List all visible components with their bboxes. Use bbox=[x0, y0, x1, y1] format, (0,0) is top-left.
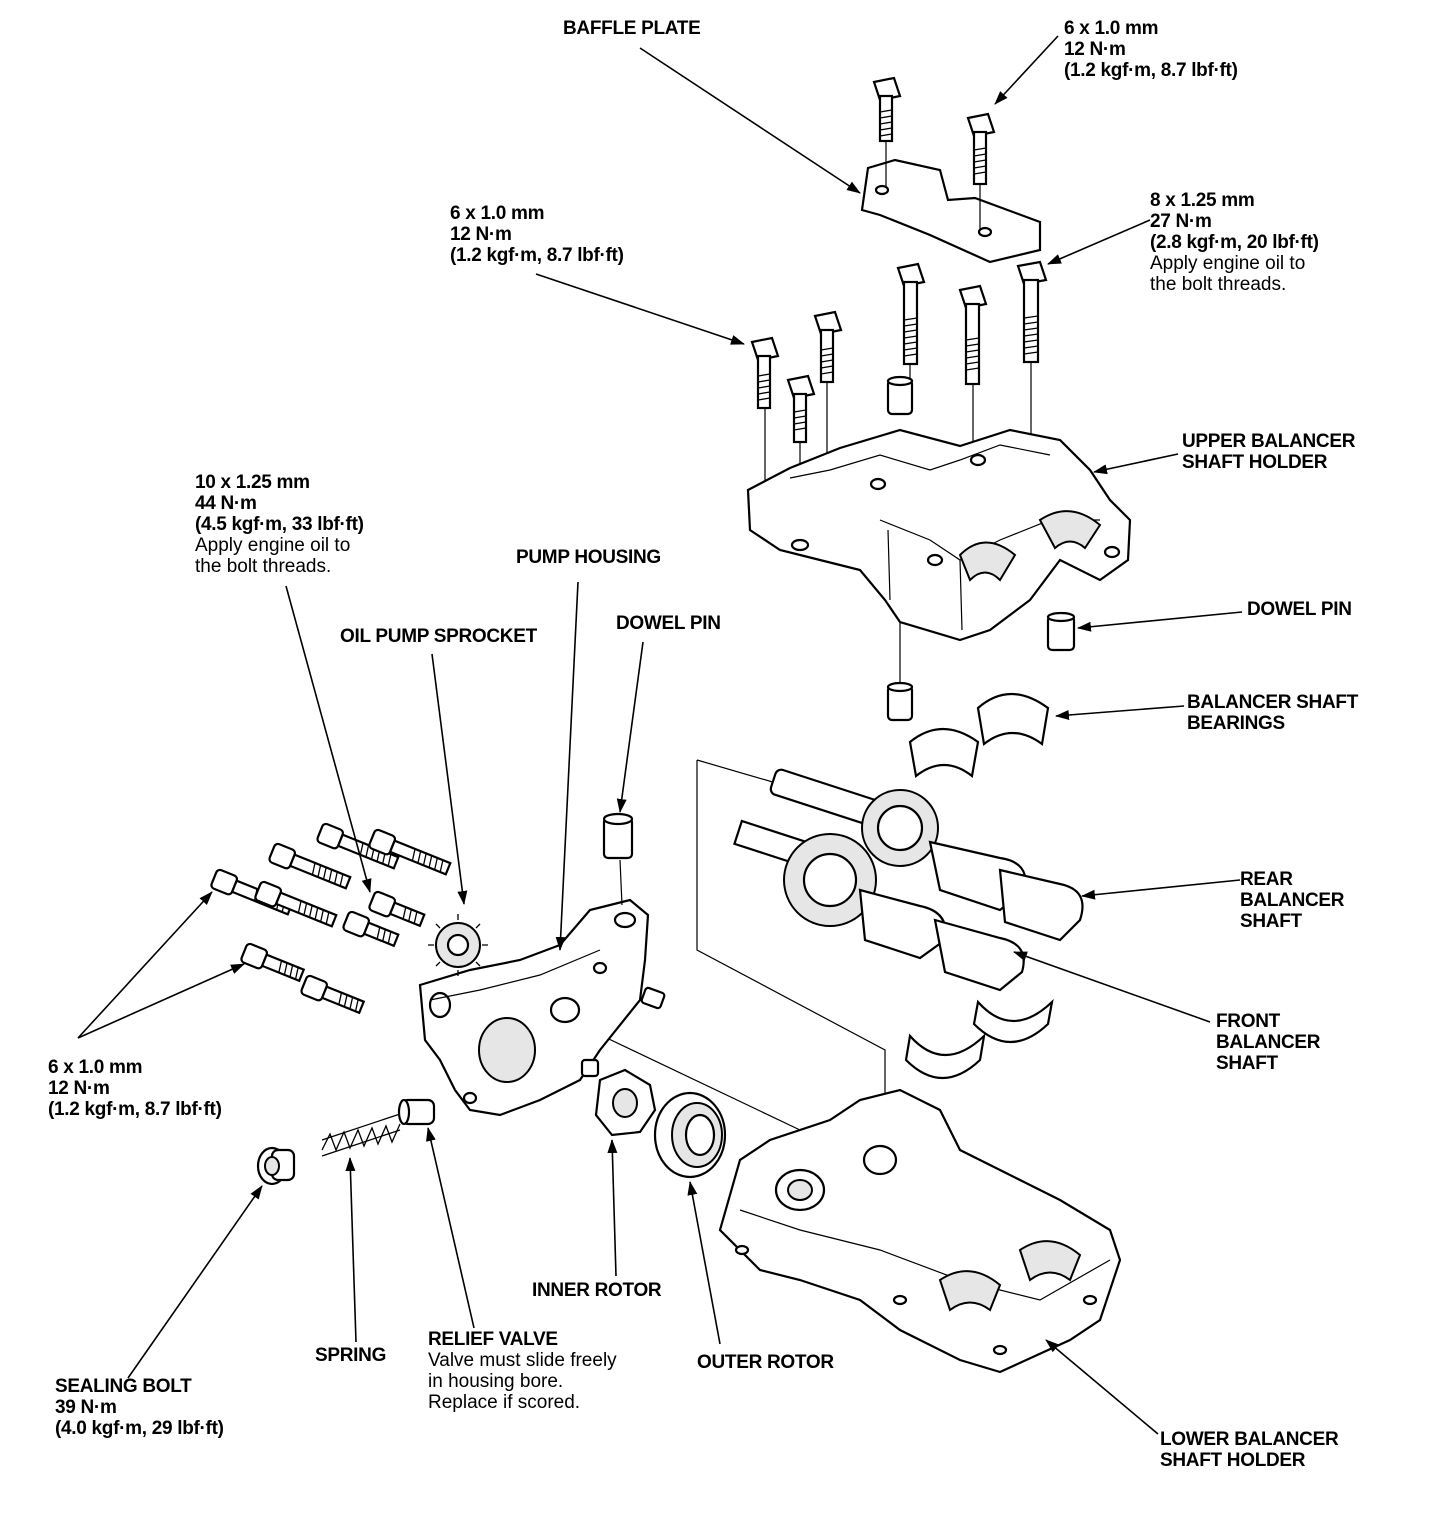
upper-bearing-shells bbox=[908, 692, 1050, 778]
front-balancer-shaft bbox=[733, 819, 1025, 992]
label-line: BALANCER bbox=[1240, 890, 1345, 911]
bolt-torque-alt: (1.2 kgf·m, 8.7 lbf·ft) bbox=[48, 1099, 222, 1120]
relief-valve-title: RELIEF VALVE bbox=[428, 1329, 558, 1350]
label-spring: SPRING bbox=[315, 1345, 387, 1366]
upper-balancer-shaft-holder bbox=[746, 428, 1132, 642]
label-relief-valve: RELIEF VALVE Valve must slide freely in … bbox=[428, 1329, 617, 1413]
label-inner-rotor: INNER ROTOR bbox=[532, 1280, 662, 1301]
bolt-size: 10 x 1.25 mm bbox=[195, 472, 310, 493]
dowel-pin-right bbox=[1046, 611, 1076, 652]
bolt-torque: 12 N·m bbox=[48, 1078, 110, 1099]
bolt-torque-alt: (2.8 kgf·m, 20 lbf·ft) bbox=[1150, 232, 1319, 253]
label-pump-small-bolt-spec: 6 x 1.0 mm 12 N·m (1.2 kgf·m, 8.7 lbf·ft… bbox=[48, 1057, 222, 1120]
baffle-bolt-1 bbox=[872, 76, 902, 143]
label-line: BEARINGS bbox=[1187, 713, 1285, 734]
sealing-bolt-title: SEALING BOLT bbox=[55, 1376, 192, 1397]
spring bbox=[321, 1113, 401, 1157]
bolt-size: 8 x 1.25 mm bbox=[1150, 190, 1255, 211]
outer-rotor bbox=[653, 1091, 727, 1179]
baffle-plate bbox=[860, 158, 1042, 264]
label-front-balancer-shaft: FRONT BALANCER SHAFT bbox=[1216, 1011, 1321, 1074]
label-line: SHAFT HOLDER bbox=[1182, 452, 1328, 473]
small-pin bbox=[580, 1058, 600, 1078]
label-line: REAR bbox=[1240, 869, 1293, 890]
sealing-bolt bbox=[256, 1146, 296, 1186]
relief-valve-note: Valve must slide freely bbox=[428, 1350, 617, 1371]
bolt-size: 6 x 1.0 mm bbox=[48, 1057, 143, 1078]
label-outer-rotor: OUTER ROTOR bbox=[697, 1352, 834, 1373]
label-sealing-bolt: SEALING BOLT 39 N·m (4.0 kgf·m, 29 lbf·f… bbox=[55, 1376, 224, 1439]
relief-valve-note: in housing bore. bbox=[428, 1371, 564, 1392]
sealing-bolt-torque-alt: (4.0 kgf·m, 29 lbf·ft) bbox=[55, 1418, 224, 1439]
label-line: UPPER BALANCER bbox=[1182, 431, 1356, 452]
bolt-torque-alt: (1.2 kgf·m, 8.7 lbf·ft) bbox=[1064, 60, 1238, 81]
sealing-bolt-torque: 39 N·m bbox=[55, 1397, 117, 1418]
bolt-size: 6 x 1.0 mm bbox=[1064, 18, 1159, 39]
label-rear-balancer-shaft: REAR BALANCER SHAFT bbox=[1240, 869, 1345, 932]
label-upper-small-bolt-spec: 6 x 1.0 mm 12 N·m (1.2 kgf·m, 8.7 lbf·ft… bbox=[450, 203, 624, 266]
relief-valve bbox=[397, 1098, 436, 1126]
label-line: LOWER BALANCER bbox=[1160, 1429, 1339, 1450]
bolt-torque: 27 N·m bbox=[1150, 211, 1212, 232]
label-lower-balancer-shaft-holder: LOWER BALANCER SHAFT HOLDER bbox=[1160, 1429, 1339, 1471]
bolt-torque: 12 N·m bbox=[450, 224, 512, 245]
label-upper-large-bolt-spec: 8 x 1.25 mm 27 N·m (2.8 kgf·m, 20 lbf·ft… bbox=[1150, 190, 1319, 295]
label-dowel-pin-right: DOWEL PIN bbox=[1247, 599, 1352, 620]
relief-valve-note: Replace if scored. bbox=[428, 1392, 581, 1413]
lower-balancer-shaft-holder bbox=[718, 1088, 1122, 1374]
baffle-bolt-2 bbox=[966, 112, 996, 186]
dowel-pin-under-upper bbox=[886, 681, 914, 722]
label-line: BALANCER bbox=[1216, 1032, 1321, 1053]
label-balancer-shaft-bearings: BALANCER SHAFT BEARINGS bbox=[1187, 692, 1358, 734]
label-dowel-pin-center: DOWEL PIN bbox=[616, 613, 721, 634]
bolt-torque: 12 N·m bbox=[1064, 39, 1126, 60]
bolt-size: 6 x 1.0 mm bbox=[450, 203, 545, 224]
label-pump-housing: PUMP HOUSING bbox=[516, 547, 661, 568]
label-baffle-plate: BAFFLE PLATE bbox=[563, 18, 701, 39]
lower-bearing-shells bbox=[904, 998, 1054, 1080]
pump-short-bolts bbox=[240, 890, 426, 1015]
rear-balancer-shaft bbox=[769, 768, 1084, 942]
leader-lines bbox=[77, 35, 1243, 1435]
label-line: SHAFT bbox=[1216, 1053, 1278, 1074]
bolt-note: Apply engine oil to bbox=[195, 535, 351, 556]
bolt-note: the bolt threads. bbox=[195, 556, 332, 577]
bolt-torque-alt: (4.5 kgf·m, 33 lbf·ft) bbox=[195, 514, 364, 535]
label-line: BALANCER SHAFT bbox=[1187, 692, 1359, 713]
label-pump-large-bolt-spec: 10 x 1.25 mm 44 N·m (4.5 kgf·m, 33 lbf·f… bbox=[195, 472, 364, 577]
pump-dowel-pin bbox=[602, 812, 634, 860]
bolt-torque-alt: (1.2 kgf·m, 8.7 lbf·ft) bbox=[450, 245, 624, 266]
small-dowel-pin bbox=[640, 986, 666, 1010]
bolt-torque: 44 N·m bbox=[195, 493, 257, 514]
inner-rotor bbox=[594, 1068, 657, 1137]
label-line: FRONT bbox=[1216, 1011, 1280, 1032]
upper-dowel-pin bbox=[886, 375, 914, 416]
pump-long-bolts bbox=[210, 822, 452, 928]
bolt-note: Apply engine oil to bbox=[1150, 253, 1306, 274]
label-baffle-bolt-spec: 6 x 1.0 mm 12 N·m (1.2 kgf·m, 8.7 lbf·ft… bbox=[1064, 18, 1238, 81]
label-line: SHAFT bbox=[1240, 911, 1302, 932]
bolt-note: the bolt threads. bbox=[1150, 274, 1287, 295]
label-oil-pump-sprocket: OIL PUMP SPROCKET bbox=[340, 626, 537, 647]
oil-pump-sprocket bbox=[428, 914, 488, 976]
label-line: SHAFT HOLDER bbox=[1160, 1450, 1306, 1471]
label-upper-balancer-shaft-holder: UPPER BALANCER SHAFT HOLDER bbox=[1182, 431, 1355, 473]
